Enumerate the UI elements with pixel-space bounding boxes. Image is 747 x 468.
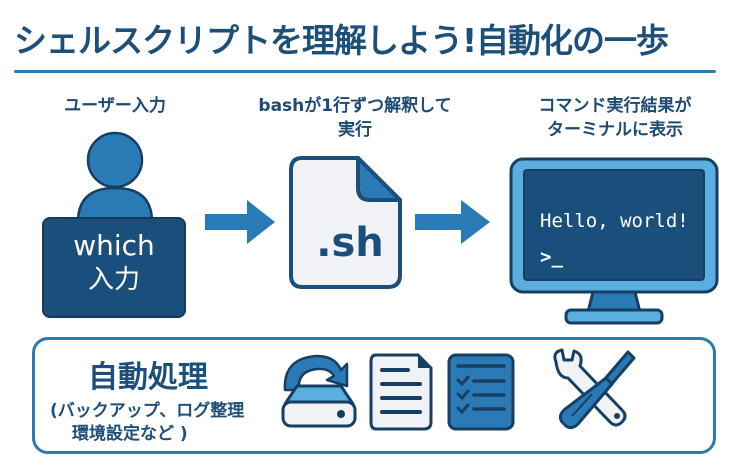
arrow-right-icon — [415, 200, 490, 244]
user-input-box: which 入力 — [42, 217, 186, 318]
script-extension: .sh — [316, 220, 384, 266]
automation-examples-line1: (バックアップ、ログ整理 — [50, 401, 245, 421]
automation-examples-line2: 環境設定など ) — [72, 424, 188, 444]
backup-drive-icon — [281, 354, 357, 428]
step-user-input-label: ユーザー入力 — [64, 96, 166, 116]
arrow-right-icon — [205, 200, 275, 244]
tools-icon — [553, 348, 636, 430]
monitor-icon — [509, 157, 719, 325]
page-title: シェルスクリプトを理解しよう!自動化の一歩 — [14, 21, 669, 60]
input-command: which — [73, 229, 155, 262]
step-bash-label: bashが1行ずつ解釈して 実行 — [225, 94, 485, 142]
terminal-output: Hello, world! — [540, 210, 689, 232]
user-icon — [76, 131, 154, 224]
terminal-prompt: >_ — [540, 246, 563, 268]
checklist-icon — [447, 353, 515, 431]
title-divider — [14, 70, 716, 73]
step-terminal-label: コマンド実行結果が ターミナルに表示 — [505, 94, 725, 142]
step-terminal-label-line1: コマンド実行結果が — [538, 96, 692, 116]
step-terminal-label-line2: ターミナルに表示 — [547, 120, 683, 140]
document-icon — [369, 353, 433, 431]
automation-panel — [32, 337, 716, 454]
script-file-icon — [289, 156, 402, 289]
step-bash-label-line2: 実行 — [338, 120, 372, 140]
input-caption: 入力 — [87, 265, 140, 295]
automation-title: 自動処理 — [88, 360, 208, 395]
step-bash-label-line1: bashが1行ずつ解釈して — [258, 96, 452, 116]
